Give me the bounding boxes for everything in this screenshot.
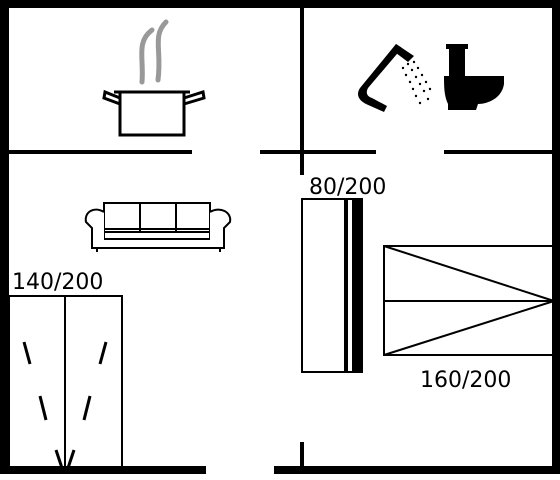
bed-double-left — [8, 295, 123, 469]
wall-right — [552, 0, 560, 474]
wall-middle-vertical-bottom — [300, 442, 304, 466]
wall-middle-vertical-top — [300, 8, 304, 175]
shower-icon — [358, 44, 432, 112]
wall-horizontal-right — [444, 150, 552, 154]
bed-size-label-left: 140/200 — [12, 270, 103, 295]
wall-left — [0, 0, 9, 474]
toilet-icon — [444, 44, 504, 110]
wall-horizontal-middle — [260, 150, 376, 154]
wall-bottom-right — [274, 466, 560, 474]
wall-bottom-left — [0, 466, 206, 474]
wall-horizontal-left — [9, 150, 192, 154]
bed-size-label-right: 160/200 — [420, 368, 511, 393]
steam-icon — [139, 19, 169, 85]
bed-size-label-single: 80/200 — [309, 175, 386, 200]
shower-water — [401, 60, 432, 105]
bed-single — [301, 198, 363, 373]
bed-double-right — [383, 245, 555, 356]
pot-icon — [102, 89, 206, 137]
sofa-icon — [84, 202, 232, 252]
wall-top — [0, 0, 560, 8]
